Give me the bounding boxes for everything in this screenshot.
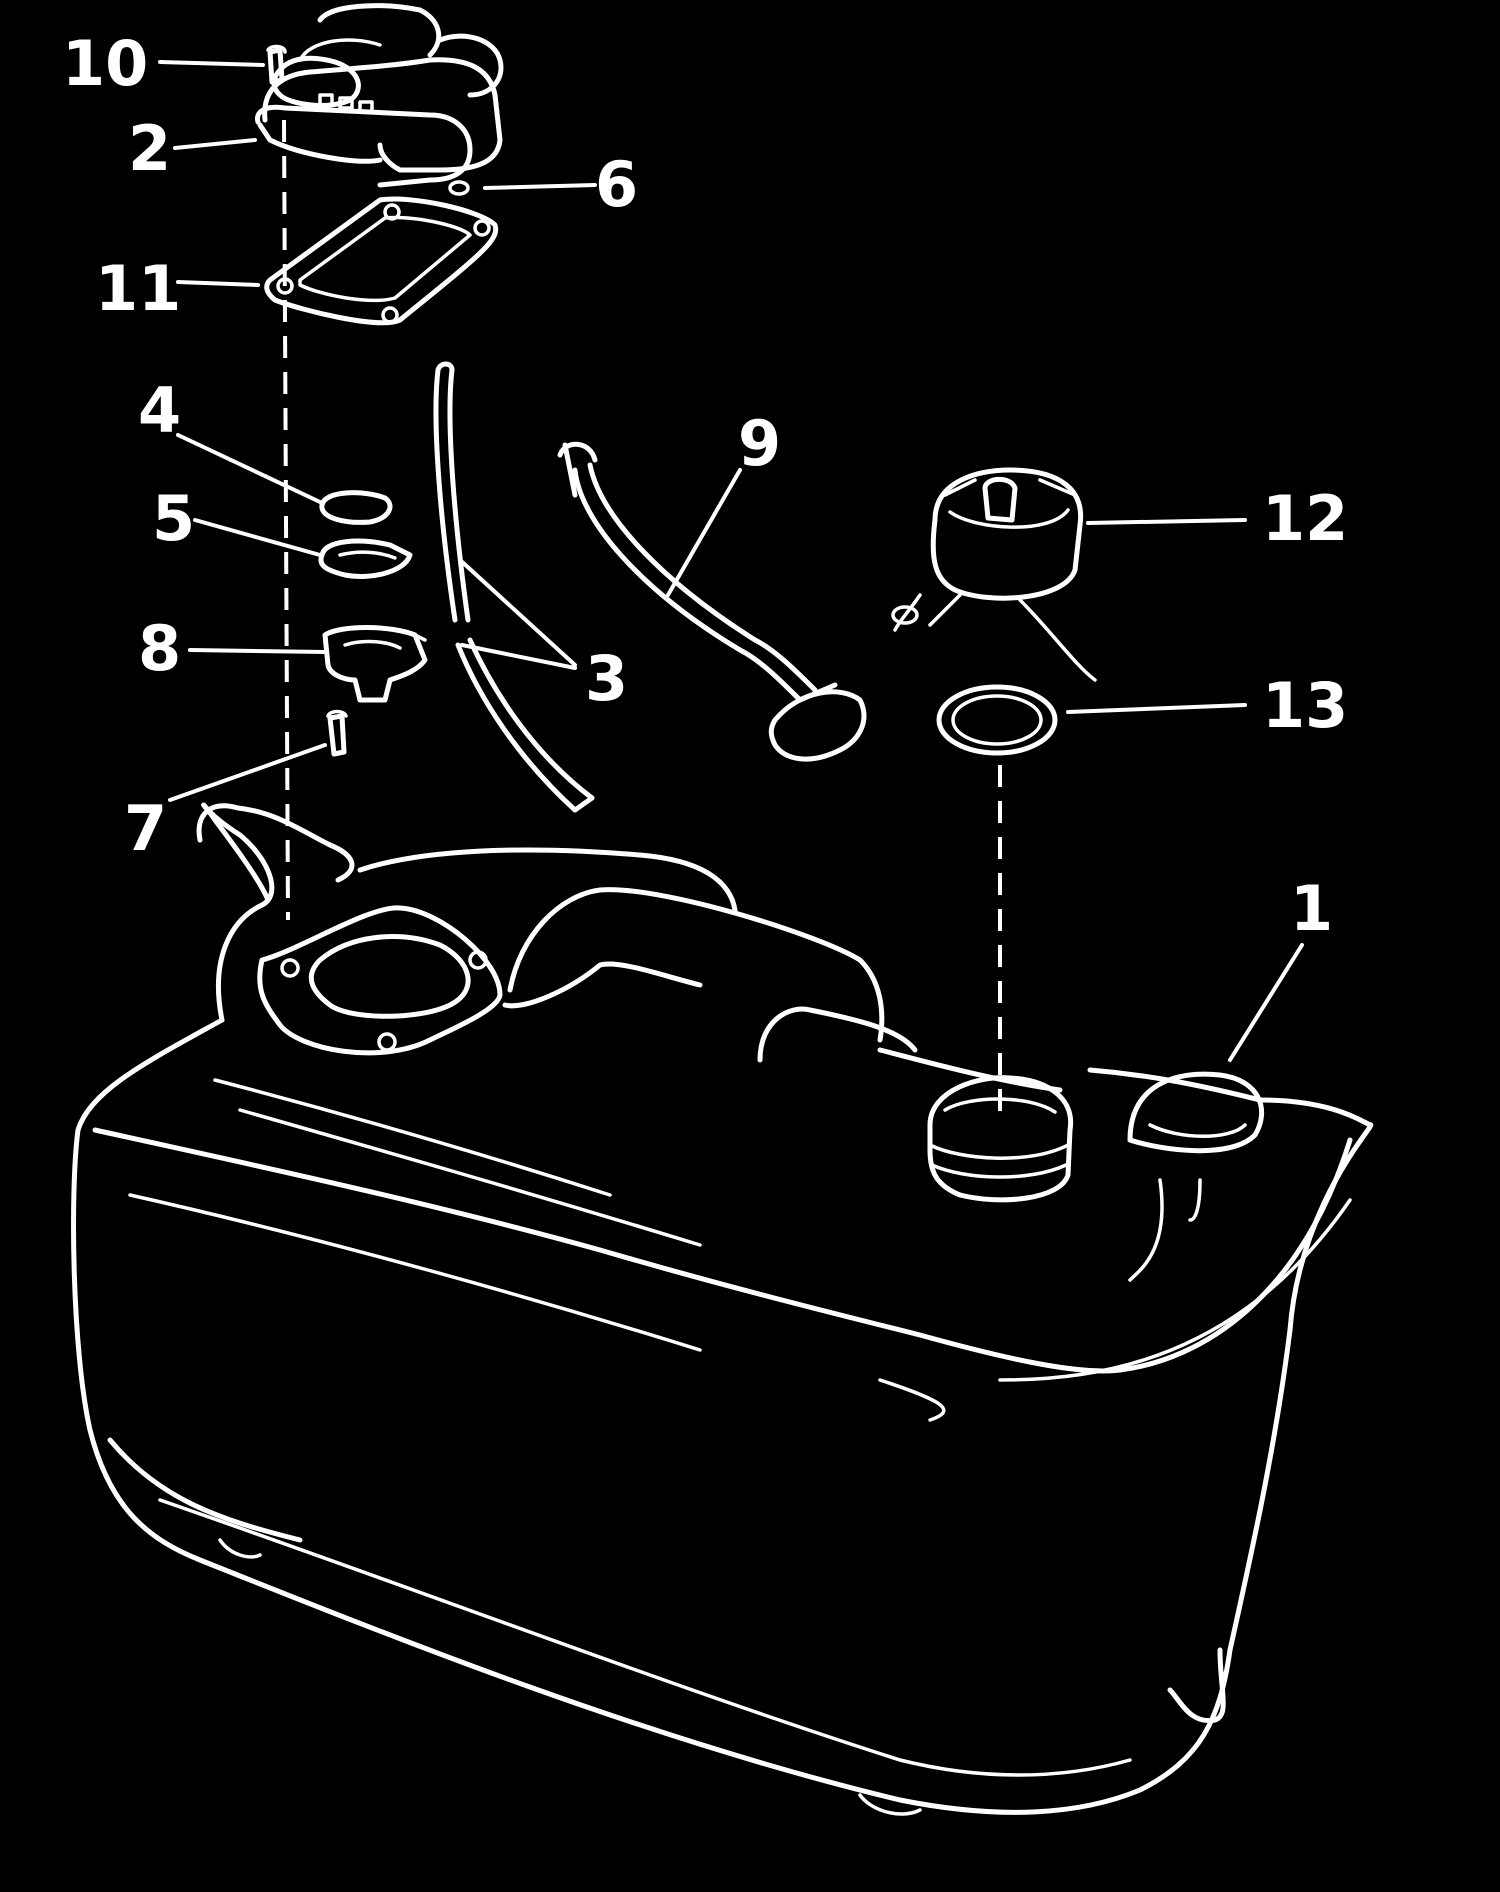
callout-2: 2 [128, 112, 171, 185]
cap-gasket [936, 684, 1058, 756]
callout-labels: 10 2 6 11 4 5 8 3 7 9 12 13 1 [62, 27, 1348, 945]
callout-11: 11 [95, 252, 181, 325]
gasket [264, 196, 499, 326]
fuel-connector-housing [255, 3, 504, 188]
callout-12: 12 [1262, 482, 1348, 555]
callout-8: 8 [138, 612, 181, 685]
screw-top [266, 44, 287, 85]
callout-6: 6 [595, 148, 638, 221]
bracket [322, 625, 428, 703]
callout-5: 5 [152, 482, 195, 555]
fuel-hose [433, 361, 595, 813]
callout-13: 13 [1262, 669, 1348, 742]
pickup-tube [557, 441, 867, 762]
o-ring-small [448, 180, 470, 196]
fuel-tank [71, 802, 1374, 1816]
callout-4: 4 [138, 374, 181, 447]
callout-1: 1 [1290, 872, 1333, 945]
washer [319, 490, 393, 525]
callout-9: 9 [738, 407, 781, 480]
seal [318, 538, 413, 579]
leader-lines [158, 60, 1304, 1062]
callout-10: 10 [62, 27, 148, 100]
screw-bottom [326, 709, 348, 757]
filler-cap [891, 467, 1097, 682]
callout-7: 7 [124, 792, 167, 865]
callout-3: 3 [585, 642, 628, 715]
alignment-line-left [282, 119, 290, 921]
